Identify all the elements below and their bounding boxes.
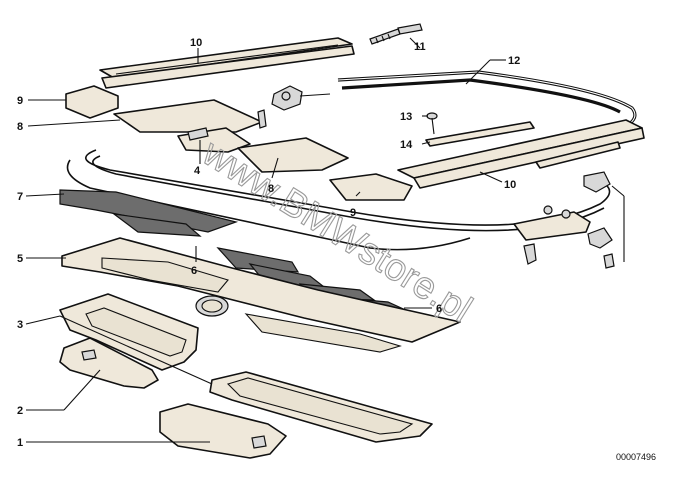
plate-part-2 xyxy=(59,337,159,389)
callout-3: 3 xyxy=(17,319,23,331)
callout-labels: 10 11 12 9 8 13 14 4 8 10 9 7 5 6 6 3 2 … xyxy=(17,37,520,449)
callout-10-top: 10 xyxy=(190,37,202,49)
callout-4: 4 xyxy=(194,165,201,177)
callout-11: 11 xyxy=(414,41,426,53)
callout-12: 12 xyxy=(508,55,520,67)
callout-1: 1 xyxy=(17,437,23,449)
slider-plate-left xyxy=(65,85,263,153)
guide-rail-top xyxy=(99,37,355,89)
callout-14: 14 xyxy=(400,139,413,151)
callout-10-right: 10 xyxy=(504,179,516,191)
callout-8-center: 8 xyxy=(268,183,274,195)
spring-bolt-part xyxy=(369,23,423,45)
screw-part xyxy=(426,112,438,135)
callout-2: 2 xyxy=(17,405,23,417)
headliner-panel xyxy=(61,237,461,353)
guide-rail-right xyxy=(397,119,645,189)
callout-9-left: 9 xyxy=(17,95,23,107)
liner-panel-left xyxy=(59,293,199,371)
callout-7: 7 xyxy=(17,191,23,203)
liner-panel-right xyxy=(209,371,433,443)
slider-plate-center xyxy=(237,137,413,201)
wire-frame xyxy=(337,70,637,160)
callout-9-center: 9 xyxy=(350,207,356,219)
callout-13: 13 xyxy=(400,111,412,123)
callout-6-right: 6 xyxy=(436,303,442,315)
callout-6-center: 6 xyxy=(191,265,197,277)
plate-part-1 xyxy=(159,403,287,459)
leader-lines xyxy=(25,37,506,443)
diagram-code: 00007496 xyxy=(616,452,656,462)
callout-5: 5 xyxy=(17,253,23,265)
callout-8-left: 8 xyxy=(17,121,23,133)
hinge-bracket-right xyxy=(513,171,625,269)
hinge-center xyxy=(257,85,331,129)
